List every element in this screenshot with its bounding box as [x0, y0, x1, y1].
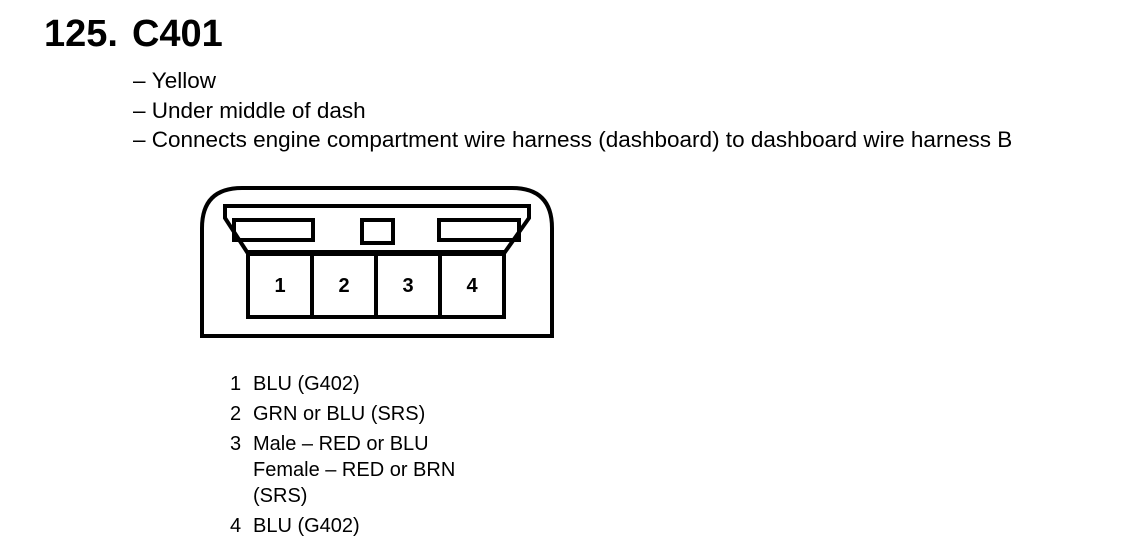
pin-list: 1 BLU (G402) 2 GRN or BLU (SRS) 3 Male –… [230, 371, 455, 543]
pin-wire-color: GRN or BLU (SRS) [253, 403, 426, 425]
pin-circuit-note: (SRS) [253, 485, 308, 507]
pin-4-label: 4 [466, 275, 478, 297]
pin-list-number: 1 [230, 373, 242, 395]
pin-list-number: 3 [230, 433, 242, 455]
connector-number: 125. [44, 13, 118, 55]
connector-description: Yellow Under middle of dash Connects eng… [133, 66, 1012, 155]
pin-list-text: BLU (G402) [253, 513, 360, 539]
pin-wire-color: BLU (G402) [253, 373, 360, 395]
pin-list-item: 2 GRN or BLU (SRS) [230, 401, 455, 427]
pin-list-number: 4 [230, 515, 242, 537]
pin-3-label: 3 [402, 275, 413, 297]
pin-wire-color-female: Female – RED or BRN [253, 459, 456, 481]
description-location: Under middle of dash [133, 96, 1012, 126]
description-connects: Connects engine compartment wire harness… [133, 125, 1012, 155]
pin-list-number: 2 [230, 403, 242, 425]
right-key-slot [437, 218, 521, 242]
pin-list-item: 3 Male – RED or BLU Female – RED or BRN … [230, 431, 455, 509]
connector-latch-rail [223, 204, 531, 254]
connector-title: 125. C401 [44, 12, 223, 56]
pin-wire-color: BLU (G402) [253, 515, 360, 537]
pin-1-label: 1 [274, 275, 285, 297]
pin-list-item: 4 BLU (G402) [230, 513, 455, 539]
pin-wire-color-male: Male – RED or BLU [253, 433, 429, 455]
pin-2-label: 2 [338, 275, 349, 297]
center-lock-tab [360, 218, 395, 245]
pin-list-text: BLU (G402) [253, 371, 360, 397]
pin-list-item: 1 BLU (G402) [230, 371, 455, 397]
pin-list-text: Male – RED or BLU Female – RED or BRN (S… [253, 431, 455, 509]
description-color: Yellow [133, 66, 1012, 96]
pin-list-text: GRN or BLU (SRS) [253, 401, 425, 427]
connector-code: C401 [131, 13, 223, 55]
connector-housing [200, 186, 554, 338]
left-key-slot [232, 218, 315, 242]
